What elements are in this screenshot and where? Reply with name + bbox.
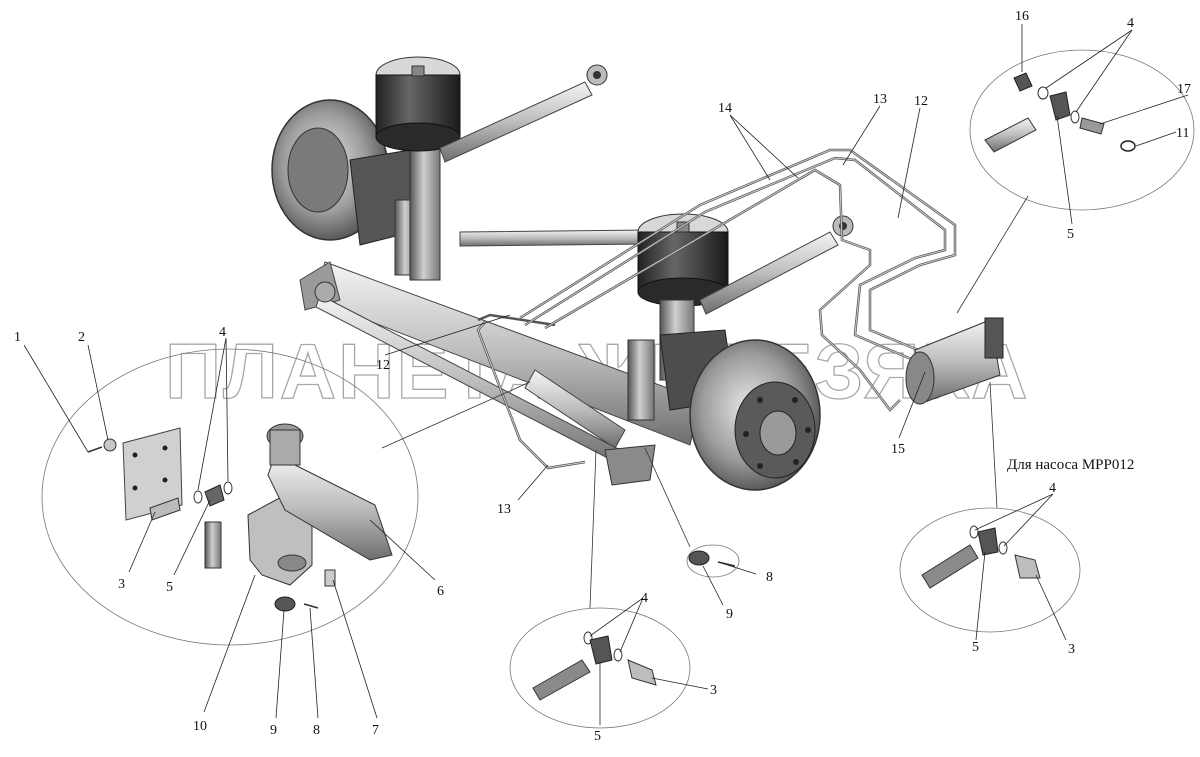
o-ring-left: [193, 490, 203, 504]
callout-4-pump: 4: [1049, 481, 1056, 496]
elbow-part-5: [1049, 91, 1071, 121]
callout-3: 3: [118, 577, 125, 592]
air-spring-post-left: [409, 139, 441, 281]
union-bottom-3: [627, 659, 657, 686]
callout-12-right: 12: [914, 94, 928, 109]
callout-3-bottom: 3: [710, 683, 717, 698]
hydraulic-lines-inner: [477, 149, 956, 469]
callout-7: 7: [372, 723, 379, 738]
callout-leaders: [23, 24, 1189, 725]
detail-left-parts: [87, 423, 393, 612]
detail-outlines: [41, 49, 1195, 729]
callout-labels: 1 2 3 4 5 6 7 8 9 10 12 13 14 13 12 15 1…: [14, 9, 1191, 744]
callout-9: 9: [270, 723, 277, 738]
detail-connectors: [381, 195, 1029, 609]
callout-16: 16: [1015, 9, 1029, 24]
tie-rod-end-right: [604, 444, 656, 486]
bushing-part-2: [103, 438, 117, 452]
callout-15: 15: [891, 442, 905, 457]
callout-5: 5: [166, 580, 173, 595]
hose-fitting: [204, 521, 222, 569]
brake-drum-left-hub: [287, 127, 349, 213]
cylinder-part-6: [267, 454, 393, 561]
pin-part-1: [87, 446, 103, 453]
nut-part-9: [274, 596, 296, 612]
elbow-bottom-5: [589, 635, 613, 665]
callout-17: 17: [1177, 82, 1191, 97]
callout-3-pump: 3: [1068, 642, 1075, 657]
callout-10: 10: [193, 719, 207, 734]
detail-pump-parts: [921, 525, 1041, 589]
bolt-part-3: [149, 497, 181, 521]
reaction-rod-left: [439, 81, 593, 163]
o-ring-right: [223, 481, 233, 495]
detail-circle-pump: [899, 507, 1081, 633]
hose-end-bottom: [532, 659, 591, 701]
callout-6: 6: [437, 584, 444, 599]
callout-14: 14: [718, 101, 732, 116]
elbow-fitting-5: [204, 484, 225, 507]
nut-part-16: [1013, 72, 1033, 92]
detail-circle-topright: [969, 49, 1195, 211]
detail-topright-parts: [984, 72, 1136, 153]
callout-5-topright: 5: [1067, 227, 1074, 242]
detail-bottom-parts: [532, 631, 657, 701]
bolt-part-7: [324, 569, 336, 587]
detail-circle-left: [41, 348, 419, 646]
mounting-plate: [122, 427, 183, 521]
callout-2: 2: [78, 330, 85, 345]
callout-12-left: 12: [376, 358, 390, 373]
callout-9-small: 9: [726, 607, 733, 622]
cross-rod: [459, 229, 651, 247]
union-part-17: [1079, 117, 1105, 135]
detail-circle-small: [686, 544, 740, 578]
elbow-pump-5: [977, 527, 999, 556]
callout-4-bottom: 4: [641, 591, 648, 606]
callout-8-small: 8: [766, 570, 773, 585]
shock-absorber-right: [627, 339, 655, 421]
hose-end-topright: [984, 117, 1037, 153]
callout-1: 1: [14, 330, 21, 345]
union-pump-3: [1014, 554, 1041, 579]
axle-assembly: [271, 56, 854, 491]
detail-circle-bottom: [509, 607, 691, 729]
hydraulic-pump: [905, 317, 1004, 405]
nut-small-9: [688, 550, 710, 566]
cotter-pin-8: [303, 603, 319, 609]
callout-8: 8: [313, 723, 320, 738]
callout-13-right: 13: [873, 92, 887, 107]
callout-4-topright: 4: [1127, 16, 1134, 31]
callout-5-pump: 5: [972, 640, 979, 655]
wheel-studs: [743, 397, 811, 469]
callout-11: 11: [1176, 126, 1189, 141]
reaction-rod-right: [699, 231, 839, 315]
ring-part-11: [1120, 140, 1136, 152]
pump-note: Для насоса МРР012: [1007, 457, 1134, 473]
detail-small-parts: [688, 550, 736, 567]
callout-5-bottom: 5: [594, 729, 601, 744]
callout-4: 4: [219, 325, 226, 340]
hose-end-pump: [921, 544, 979, 589]
callout-13-left: 13: [497, 502, 511, 517]
